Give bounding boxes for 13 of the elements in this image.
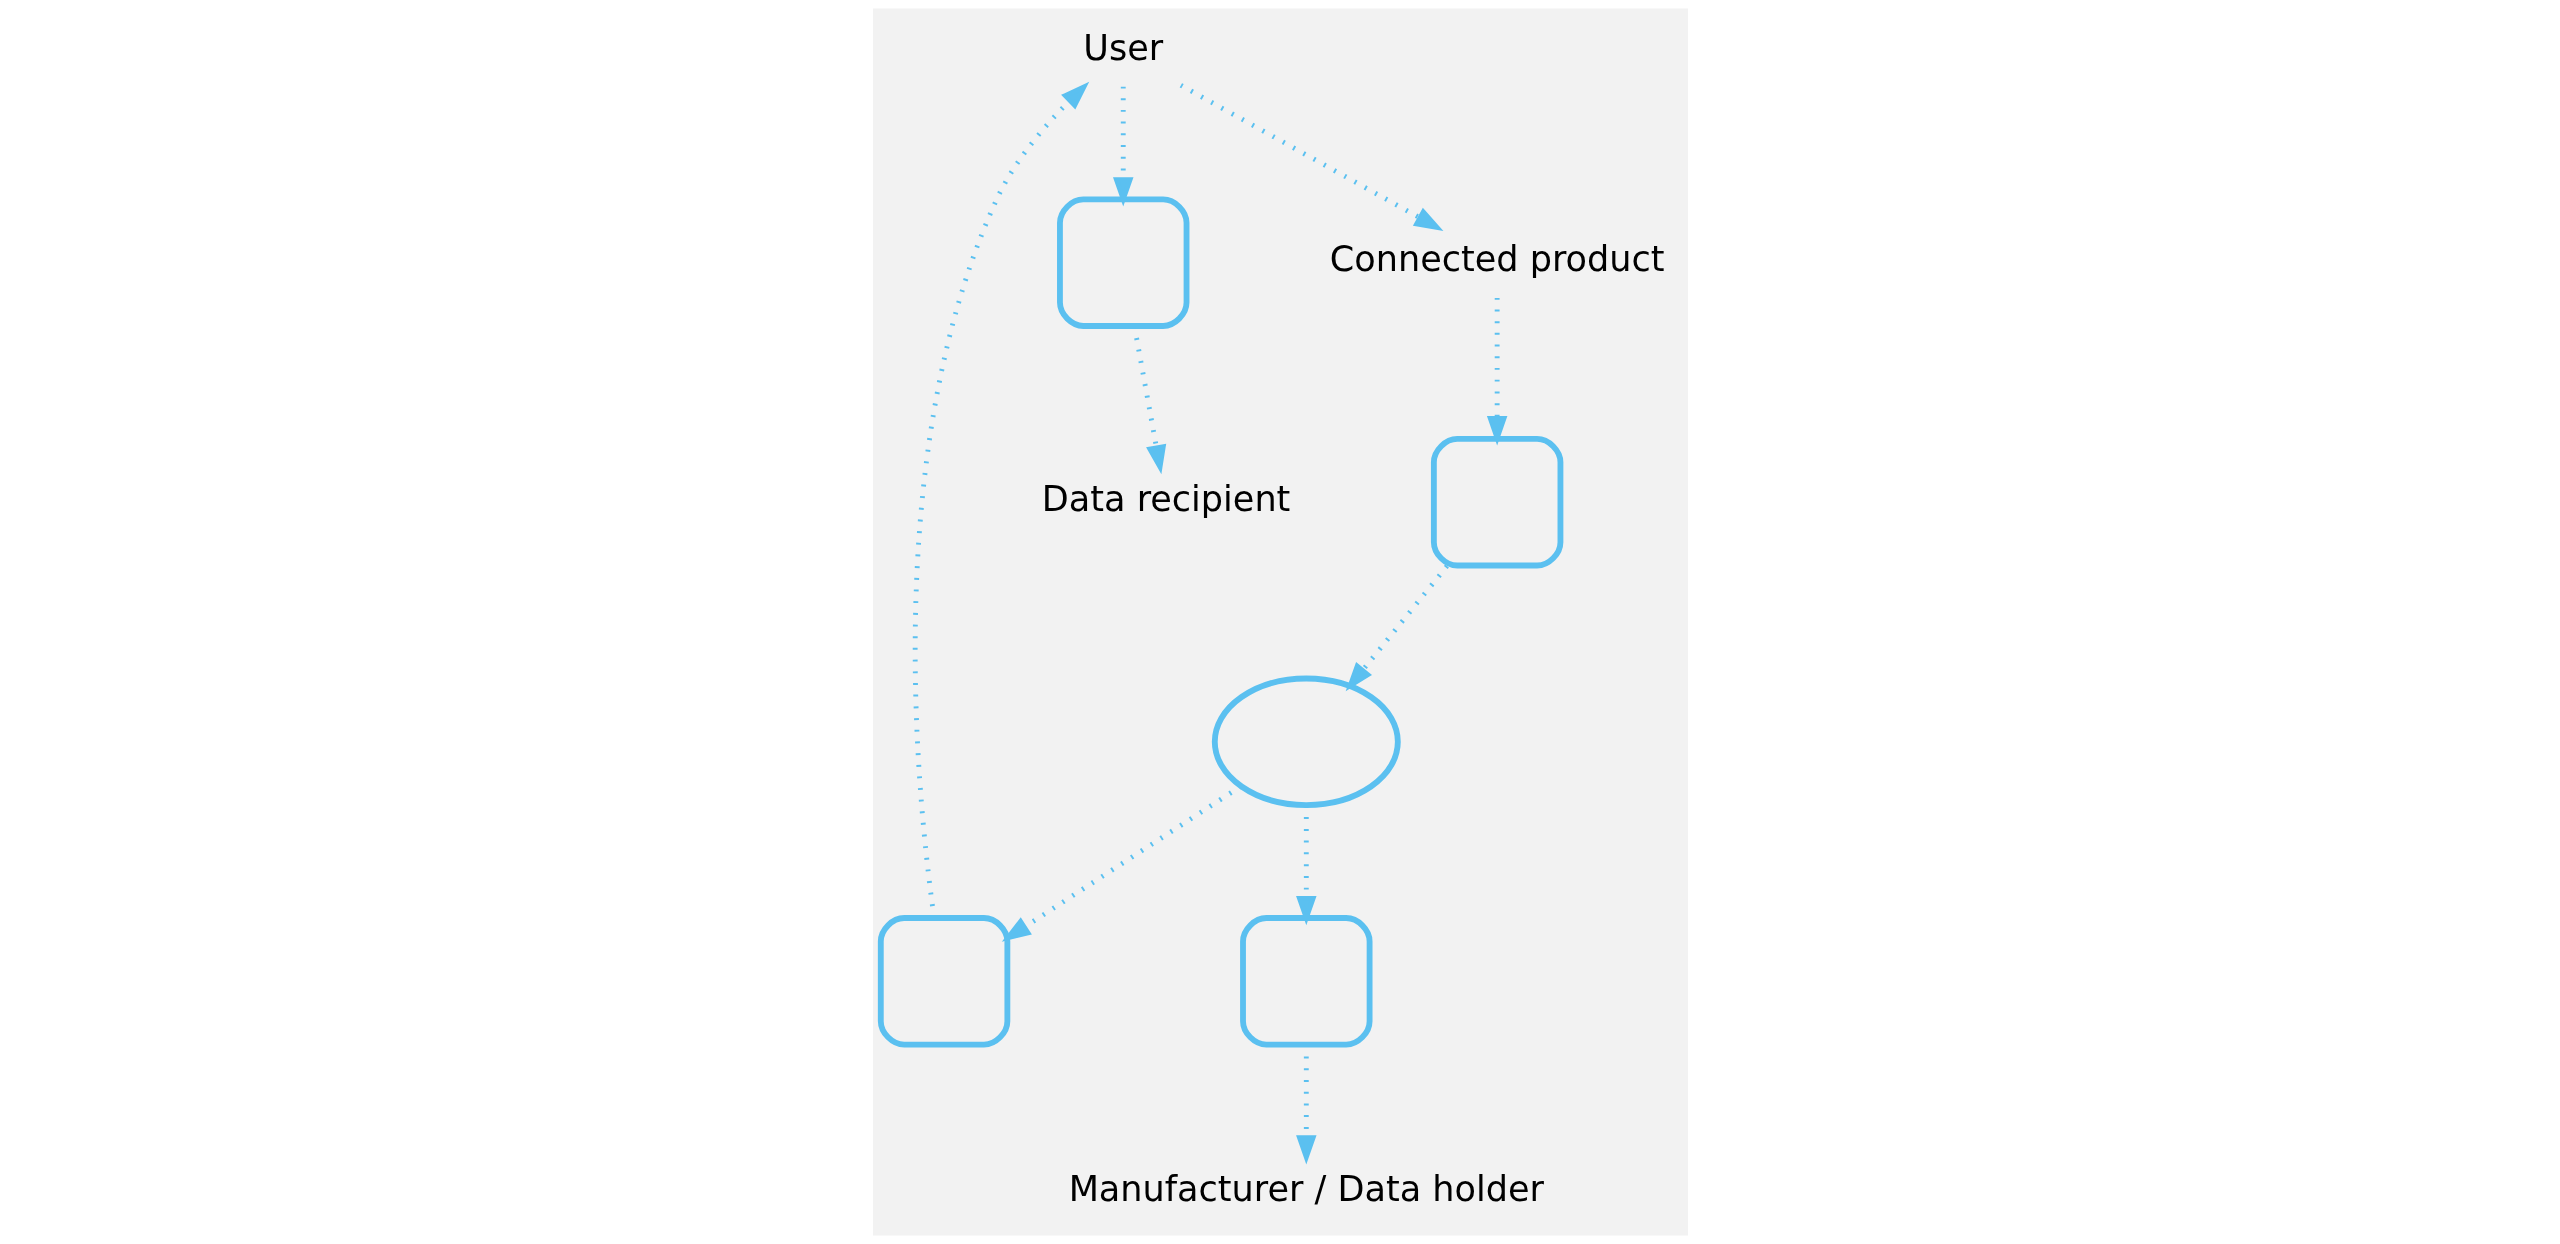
node-box — [1430, 436, 1563, 569]
node-cloud — [1211, 675, 1401, 808]
arrow — [1179, 83, 1443, 231]
arrow — [1486, 297, 1507, 446]
arrow — [1112, 86, 1133, 207]
node-text: Manufacturer / Data holder — [1068, 1168, 1544, 1210]
node-box — [1239, 915, 1372, 1048]
arrow — [1345, 564, 1449, 692]
node-text: Data recipient — [1041, 477, 1290, 519]
node-box — [877, 915, 1010, 1048]
node-box — [1056, 196, 1189, 329]
node-text: Connected product — [1329, 238, 1664, 280]
node-text: User — [1082, 26, 1163, 68]
